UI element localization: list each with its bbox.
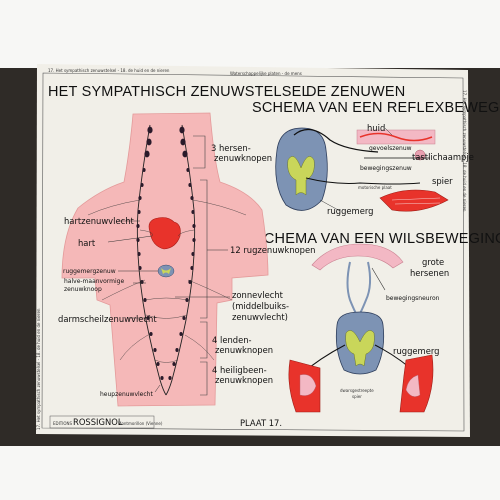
label-spier: spier (432, 176, 453, 186)
ganglion-right (192, 238, 196, 242)
label-tastlichaampje: tastlichaampje (412, 152, 474, 162)
label-bewegingszenuw: bewegingszenuw (360, 165, 412, 172)
label-dwarsgestreepte: dwarsgestreepte (340, 388, 374, 393)
ganglion-right (190, 196, 194, 200)
ganglion-right (180, 138, 186, 146)
wall-bottom (0, 446, 500, 500)
poster-border (41, 72, 465, 432)
ganglion-left (146, 138, 152, 146)
title-wilsbeweging: SCHEMA VAN EEN WILSBEWEGING (254, 231, 500, 247)
label-ruggemerg-wils: ruggemerg (393, 346, 439, 356)
reflex-grey-matter (287, 156, 315, 196)
ganglion-left (138, 196, 142, 200)
reflex-muscle (379, 189, 449, 212)
brain-cortex (311, 243, 404, 271)
header-small-left: 17. Het sympathisch zenuwstelsel - 18. d… (48, 68, 170, 73)
label-ruggemergzenuw: ruggemergzenuw (63, 268, 116, 275)
side-text-right: 17. Het sympathisch zenuwstelsel - 18. d… (462, 90, 467, 212)
label-halvemaan-2: zenuwknoop (64, 286, 102, 293)
ganglion-left (137, 252, 141, 256)
label-heupzenuwvlecht: heupzenuwvlecht (100, 391, 153, 398)
label-lenden-2: zenuwknopen (215, 345, 273, 355)
ganglion-left (147, 126, 153, 134)
plate-number: PLAAT 17. (240, 418, 282, 428)
label-grote: grote (422, 257, 444, 267)
label-hartzenuwvlecht: hartzenuwvlecht (64, 216, 135, 226)
side-text-left: 17. Het sympathisch zenuwstelsel - 18. d… (36, 308, 41, 430)
label-hart: hart (78, 238, 96, 248)
mini-cord-section (157, 264, 175, 278)
title-left: HET SYMPATHISCH ZENUWSTELSEL (48, 84, 310, 100)
ganglion-right (186, 168, 190, 172)
ganglion-right (179, 126, 185, 134)
publisher-city: Montmorillon (Vienne) (118, 421, 163, 426)
label-heiligbeen-1: 4 heiligbeen- (212, 365, 267, 375)
title-right-zenuwen: DE ZENUWEN (306, 84, 405, 100)
ganglion-left (136, 224, 140, 228)
torso-body (61, 112, 269, 407)
label-huid: huid (367, 123, 385, 133)
sympathetic-chains (136, 124, 196, 396)
ganglion-right (191, 210, 195, 214)
label-zonnevlecht-2: (middelbuiks- (232, 301, 289, 311)
wall-top (0, 0, 500, 68)
wils-diagram (288, 243, 434, 413)
ganglion-right (168, 376, 172, 380)
label-halvemaan-1: halve-maanvormige (64, 278, 124, 285)
ganglion-left (149, 332, 153, 336)
leader-lines (107, 220, 230, 393)
ganglion-right (191, 252, 195, 256)
label-zonnevlecht-3: zenuwvlecht) (232, 312, 288, 322)
ganglion-right (190, 266, 194, 270)
label-hersenen: hersenen (410, 268, 449, 278)
ganglion-right (188, 183, 192, 187)
title-reflexbeweging: SCHEMA VAN EEN REFLEXBEWEGING (252, 100, 500, 116)
ganglion-left (138, 266, 142, 270)
publisher-name: ROSSIGNOL (73, 417, 123, 427)
ganglion-left (156, 362, 160, 366)
reflex-diagram (275, 127, 449, 212)
nerve-branches (87, 199, 247, 363)
ganglia-group (136, 126, 196, 380)
ganglion-left (144, 150, 150, 158)
wils-grey-matter (345, 330, 375, 367)
label-bewegingsneuron: bewegingsneuron (386, 295, 440, 302)
label-lenden-1: 4 lenden- (212, 335, 252, 345)
publisher-box (49, 415, 155, 429)
ganglion-right (182, 150, 188, 158)
label-heiligbeen-2: zenuwknopen (215, 375, 273, 385)
ganglion-left (136, 238, 140, 242)
label-spier-wils: spier (352, 394, 362, 399)
label-ruggemerg-reflex: ruggemerg (327, 206, 373, 216)
ganglion-right (192, 224, 196, 228)
heart-shape (148, 217, 181, 250)
ganglion-left (153, 348, 157, 352)
ganglion-left (160, 376, 164, 380)
label-hersen-1: 3 hersen- (211, 143, 251, 153)
label-motorplaat: motorische plaat (358, 185, 392, 190)
label-brackets (193, 135, 208, 396)
publisher-prefix: EDITIONS (53, 421, 73, 426)
reflex-leaders (319, 127, 393, 212)
label-darmscheilzenuwvlecht: darmscheilzenuwvlecht (58, 314, 157, 324)
ganglion-left (146, 316, 150, 320)
ganglion-right (175, 348, 179, 352)
ganglion-right (179, 332, 183, 336)
label-rugzenuwknopen: 12 rugzenuwknopen (230, 245, 315, 255)
ganglion-left (137, 210, 141, 214)
label-hersen-2: zenuwknopen (214, 153, 272, 163)
label-gevoelszenuw: gevoelszenuw (369, 145, 412, 152)
ganglion-left (142, 168, 146, 172)
label-zonnevlecht-1: zonnevlecht (232, 290, 284, 300)
ganglion-right (182, 316, 186, 320)
ganglion-right (172, 362, 176, 366)
ganglion-left (140, 183, 144, 187)
header-small-center: Waterschappelijke platen - de mens (230, 71, 302, 76)
